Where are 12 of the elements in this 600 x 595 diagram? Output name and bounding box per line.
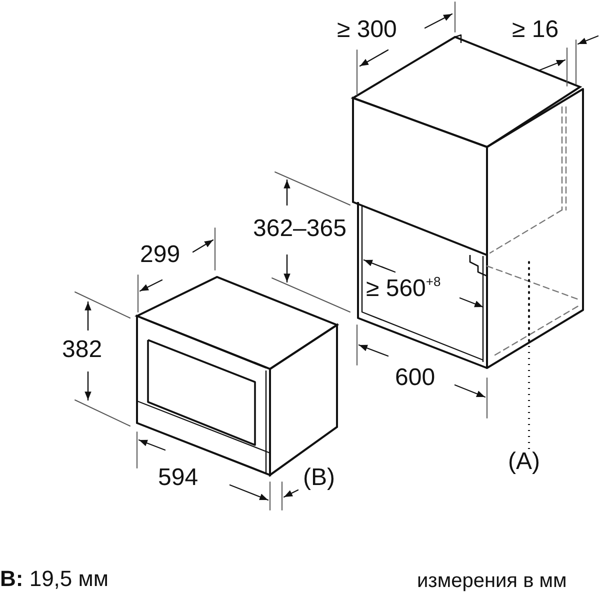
unit-note: измерения в мм [417,571,567,591]
dimension-label: 362–365 [253,217,346,241]
dimension-label: ≥ 560$^{+8}$ [366,275,441,301]
dimension-label: 382 [62,338,102,362]
dimension-label: 594 [158,466,198,490]
dimension-label: 299 [140,243,180,267]
dimension-label: ≥ 300 [337,18,397,42]
dimension-label: 600 [395,366,436,390]
callout-label: (A) [508,450,540,474]
footnote: B: 19,5 мм [0,568,109,590]
dimension-label: ≥ 16 [512,18,559,42]
callout-label: (B) [303,466,335,490]
